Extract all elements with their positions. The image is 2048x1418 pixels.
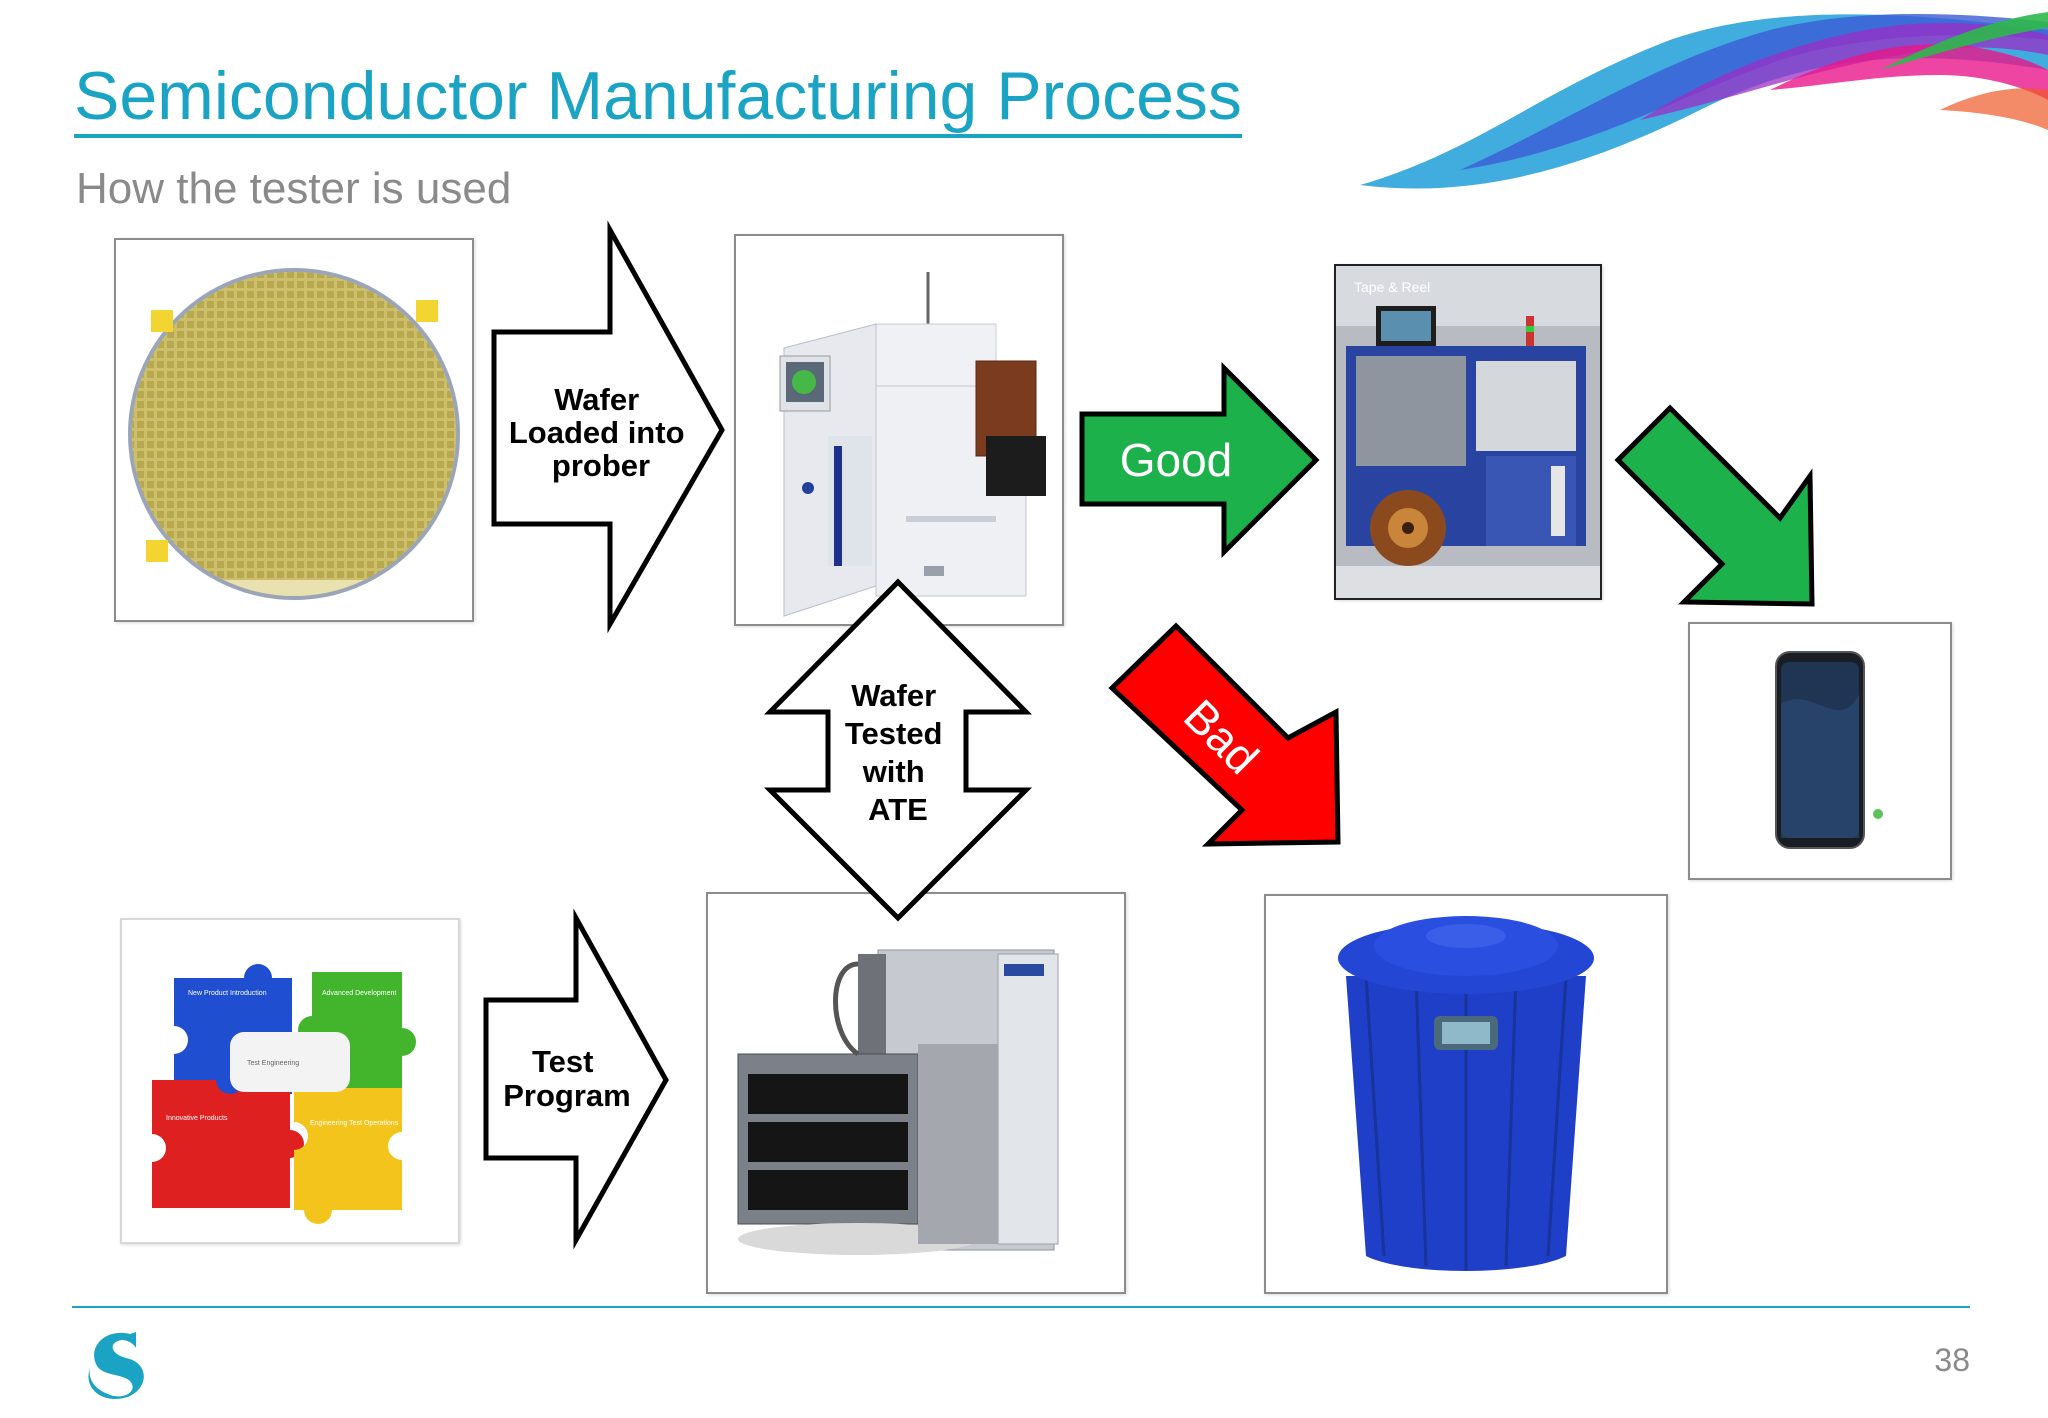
puzzle-image: New Product Introduction Advanced Develo… [120,918,460,1244]
company-logo [88,1332,144,1400]
puzzle-label-test-eng: Test Engineering [247,1060,299,1067]
puzzle-label-advanced: Advanced Development [322,990,396,997]
tape-reel-label: Tape & Reel [1354,279,1430,295]
decorative-swoosh [1360,12,2048,189]
wafer-image [114,238,474,622]
page-number: 38 [1934,1342,1970,1378]
puzzle-label-npi: New Product Introduction [188,990,267,997]
footer-divider [72,1306,1970,1308]
test-program-arrow [483,908,669,1250]
test-program-label: Test Program [503,1044,630,1113]
trash-bin-image [1264,894,1668,1294]
smartphone-image [1688,622,1952,880]
good-label: Good [1120,434,1233,486]
puzzle-label-eng-test-ops: Engineering Test Operations [310,1120,399,1127]
tape-and-reel-machine-image: Tape & Reel [1334,264,1602,600]
wafer-tested-label: Wafer Tested with ATE [845,678,951,827]
bad-arrow [1108,622,1341,847]
ate-tester-image [706,892,1126,1294]
wafer-loaded-label: Wafer Loaded into prober [509,382,693,483]
bad-label: Bad [1174,689,1269,784]
good-arrow [1079,361,1320,559]
prober-machine-image [734,234,1064,626]
slide-subtitle: How the tester is used [76,164,512,213]
puzzle-label-innovative: Innovative Products [166,1115,228,1122]
wafer-loaded-arrow [491,220,725,634]
green-diagonal-arrow [1614,404,1815,607]
wafer-tested-arrow [763,578,1033,922]
slide-title: Semiconductor Manufacturing Process [74,62,1242,138]
